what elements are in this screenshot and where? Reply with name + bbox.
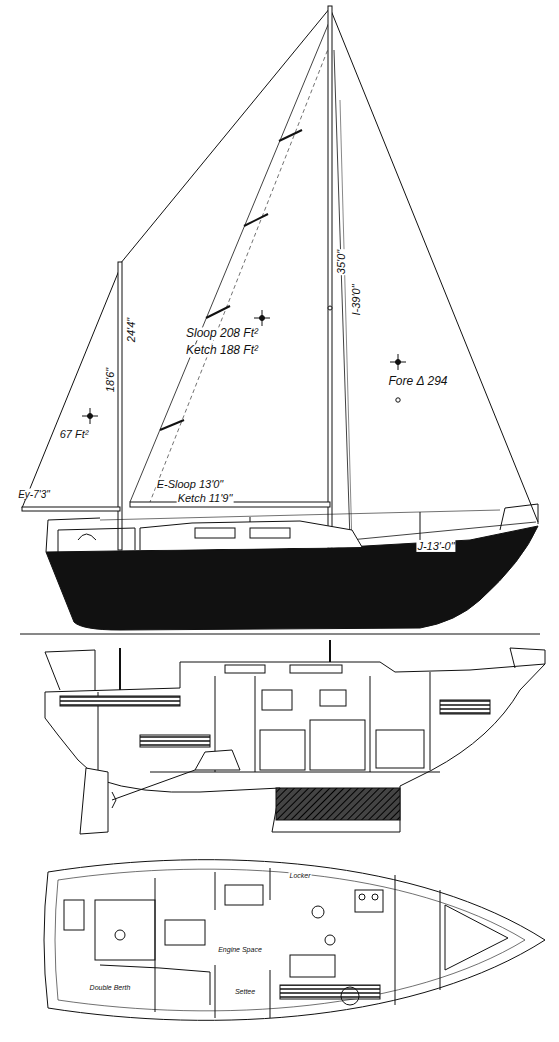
main-leech-ketch	[150, 44, 330, 502]
ballast-keel	[276, 788, 400, 820]
sail-area-label: Sloop 208 Ft²	[185, 327, 259, 340]
main-leech-sloop	[130, 20, 330, 502]
stern-pulpit	[46, 518, 100, 552]
dimension-label: Ey-7'3"	[17, 489, 51, 500]
settee-berth	[280, 985, 380, 999]
main-mast	[328, 6, 332, 548]
dimension-label: 24'4"	[125, 317, 137, 343]
cabin-house	[140, 521, 362, 550]
cabin-sole	[150, 772, 440, 773]
cockpit-coaming	[58, 528, 135, 552]
batten	[279, 130, 302, 141]
propeller	[112, 792, 116, 808]
sail-plan	[20, 6, 540, 634]
accommodation-plan	[44, 860, 545, 1021]
v-berth	[440, 700, 490, 714]
main-mast-step	[325, 935, 335, 945]
sail-area-label: Fore Δ 294	[388, 375, 449, 388]
batten	[206, 306, 230, 318]
jib-leech	[334, 50, 350, 540]
centre-of-effort	[82, 310, 406, 424]
propeller-shaft	[112, 770, 195, 800]
dimension-label: E-Sloop 13'0"	[156, 478, 225, 490]
head	[341, 987, 359, 1005]
triatic-stay	[120, 8, 330, 264]
room-label: Engine Space	[217, 946, 263, 954]
room-label: Settee	[234, 988, 256, 996]
quarter-berth	[140, 735, 210, 747]
inboard-profile	[45, 640, 545, 834]
sail-area-label: 67 Ft²	[59, 428, 90, 440]
batten	[244, 214, 268, 226]
dimension-label: Ketch 11'9"	[177, 492, 234, 504]
cockpit	[95, 900, 155, 960]
forestay	[330, 8, 538, 522]
galley-cabinet	[310, 720, 365, 770]
dimension-label: 18'6"	[104, 367, 116, 393]
room-label: Locker	[288, 872, 311, 880]
ground-line	[20, 634, 540, 635]
port-light	[195, 528, 235, 538]
batten	[160, 420, 184, 430]
shroud	[340, 100, 352, 546]
room-label: Double Berth	[89, 984, 132, 992]
hull-plan	[44, 860, 545, 1021]
dinette-table	[290, 955, 335, 977]
lazarette-hatch	[64, 900, 84, 930]
dimension-label: J-13'-0"	[416, 540, 455, 552]
mizzen-boom	[22, 507, 120, 511]
bow-pulpit	[500, 504, 538, 530]
sail-area-label: Ketch 188 Ft²	[185, 344, 259, 357]
mizzen-leech	[22, 268, 120, 508]
forward-hatch	[445, 905, 508, 970]
mizzen-mast-step	[115, 930, 125, 940]
port-light	[290, 665, 342, 673]
galley-cabinet	[260, 730, 305, 770]
stove	[355, 890, 383, 912]
dimension-label: 35'0"	[335, 249, 347, 275]
rudder	[80, 768, 108, 834]
dimension-label: I-39'0"	[350, 283, 362, 316]
lifeline	[100, 510, 500, 520]
sink	[312, 906, 324, 918]
engine	[195, 750, 240, 770]
engine-box	[165, 920, 205, 945]
cockpit-seat	[60, 696, 180, 706]
